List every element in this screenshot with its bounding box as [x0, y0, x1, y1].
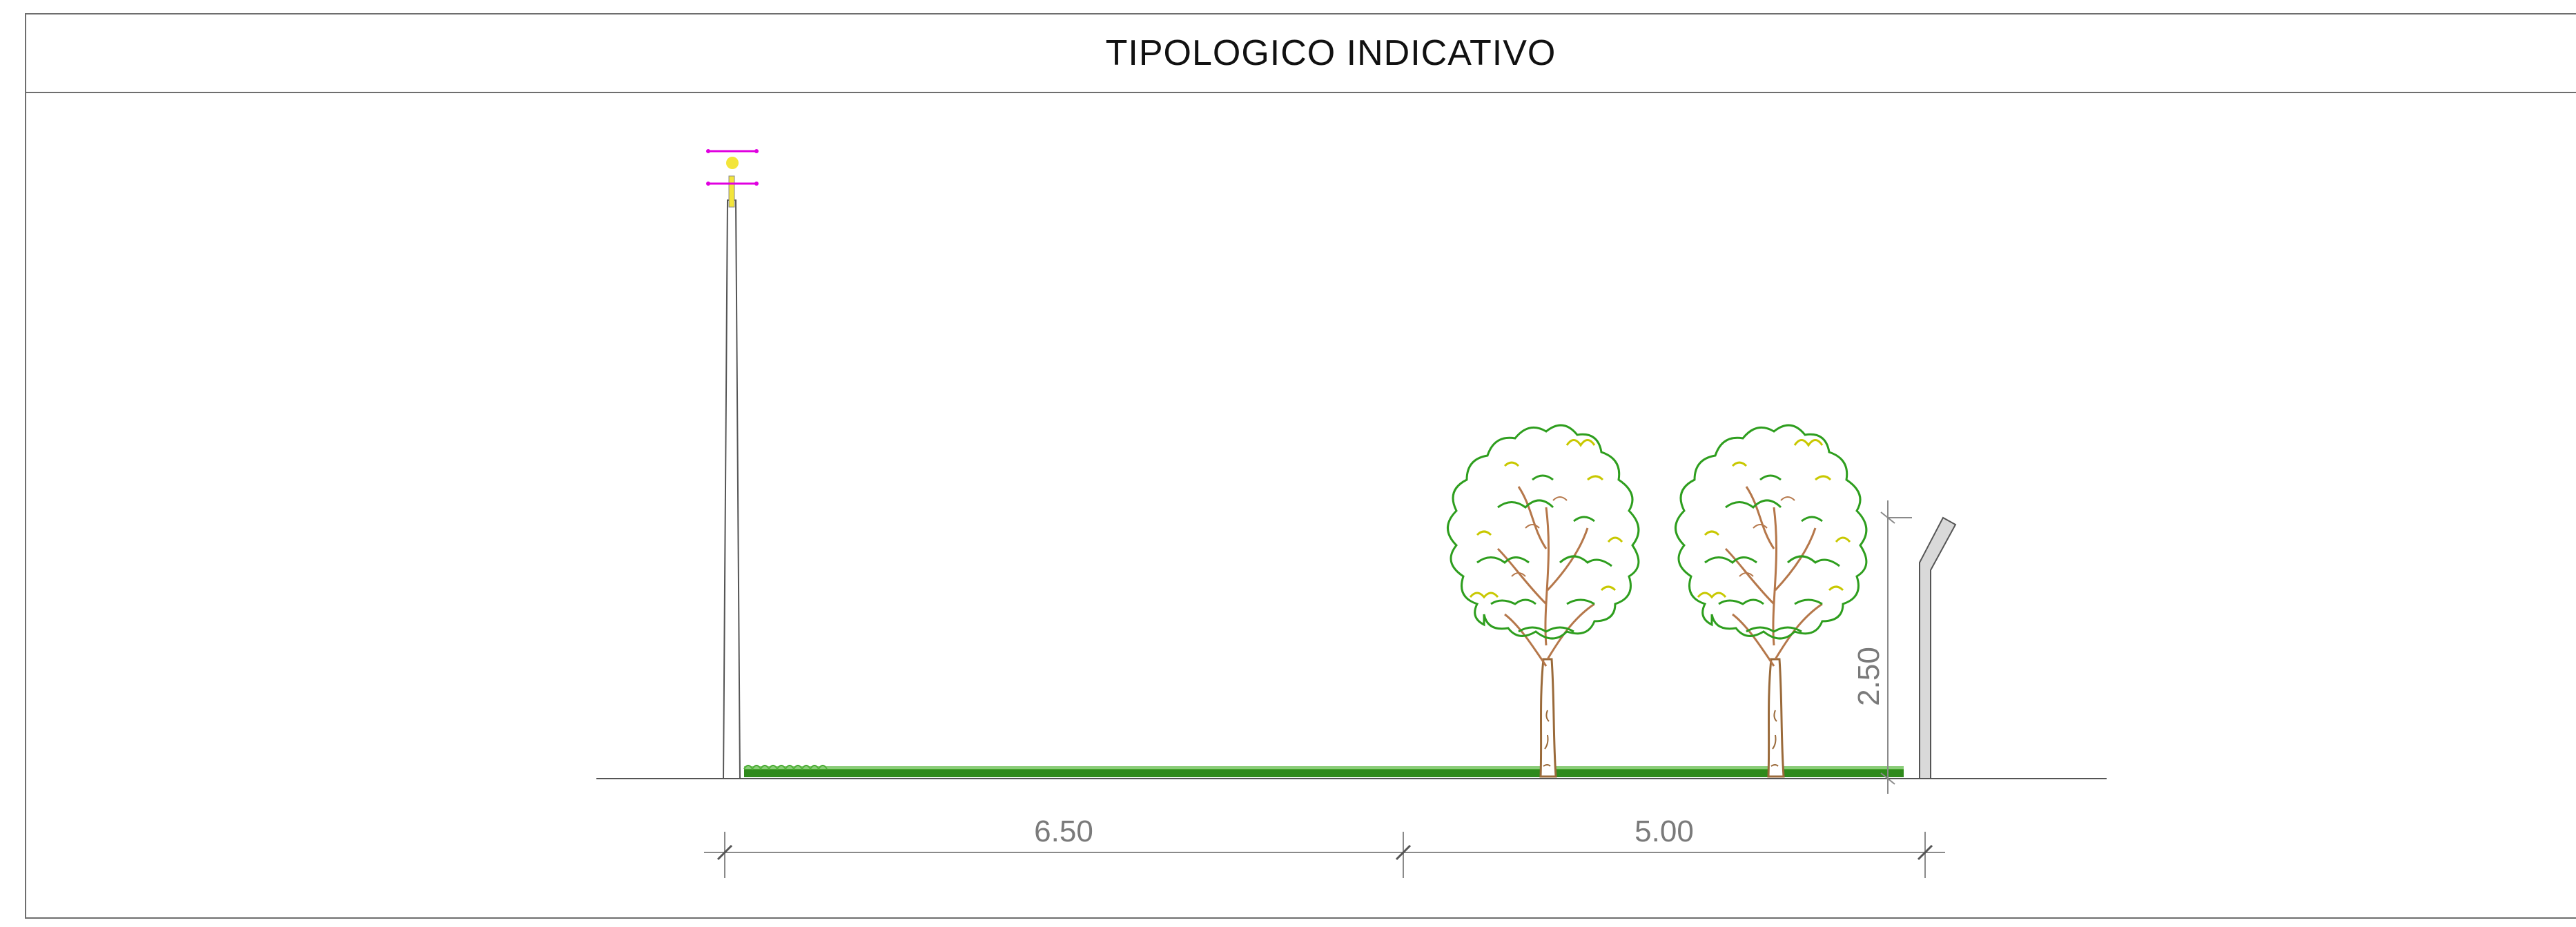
fence-height-label: 2.50	[1852, 647, 1886, 706]
tree-icon	[1675, 424, 1868, 778]
tree-icon	[1447, 424, 1640, 778]
drawing-title: TIPOLOGICO INDICATIVO	[1105, 33, 1557, 73]
tree-to-fence-dimension-label: 5.00	[1635, 814, 1694, 848]
title-band: TIPOLOGICO INDICATIVO	[26, 14, 2576, 93]
street-light-pole-icon	[706, 149, 759, 779]
fence-icon	[1919, 516, 1957, 779]
pole-to-tree-dimension-label: 6.50	[1034, 814, 1093, 848]
horizontal-dimension-chain: 6.50 5.00	[704, 814, 1945, 878]
fence-height-dimension: 2.50	[1852, 500, 1912, 794]
drawing-frame: TIPOLOGICO INDICATIVO	[25, 13, 2576, 919]
grass-strip-icon	[743, 765, 1904, 777]
